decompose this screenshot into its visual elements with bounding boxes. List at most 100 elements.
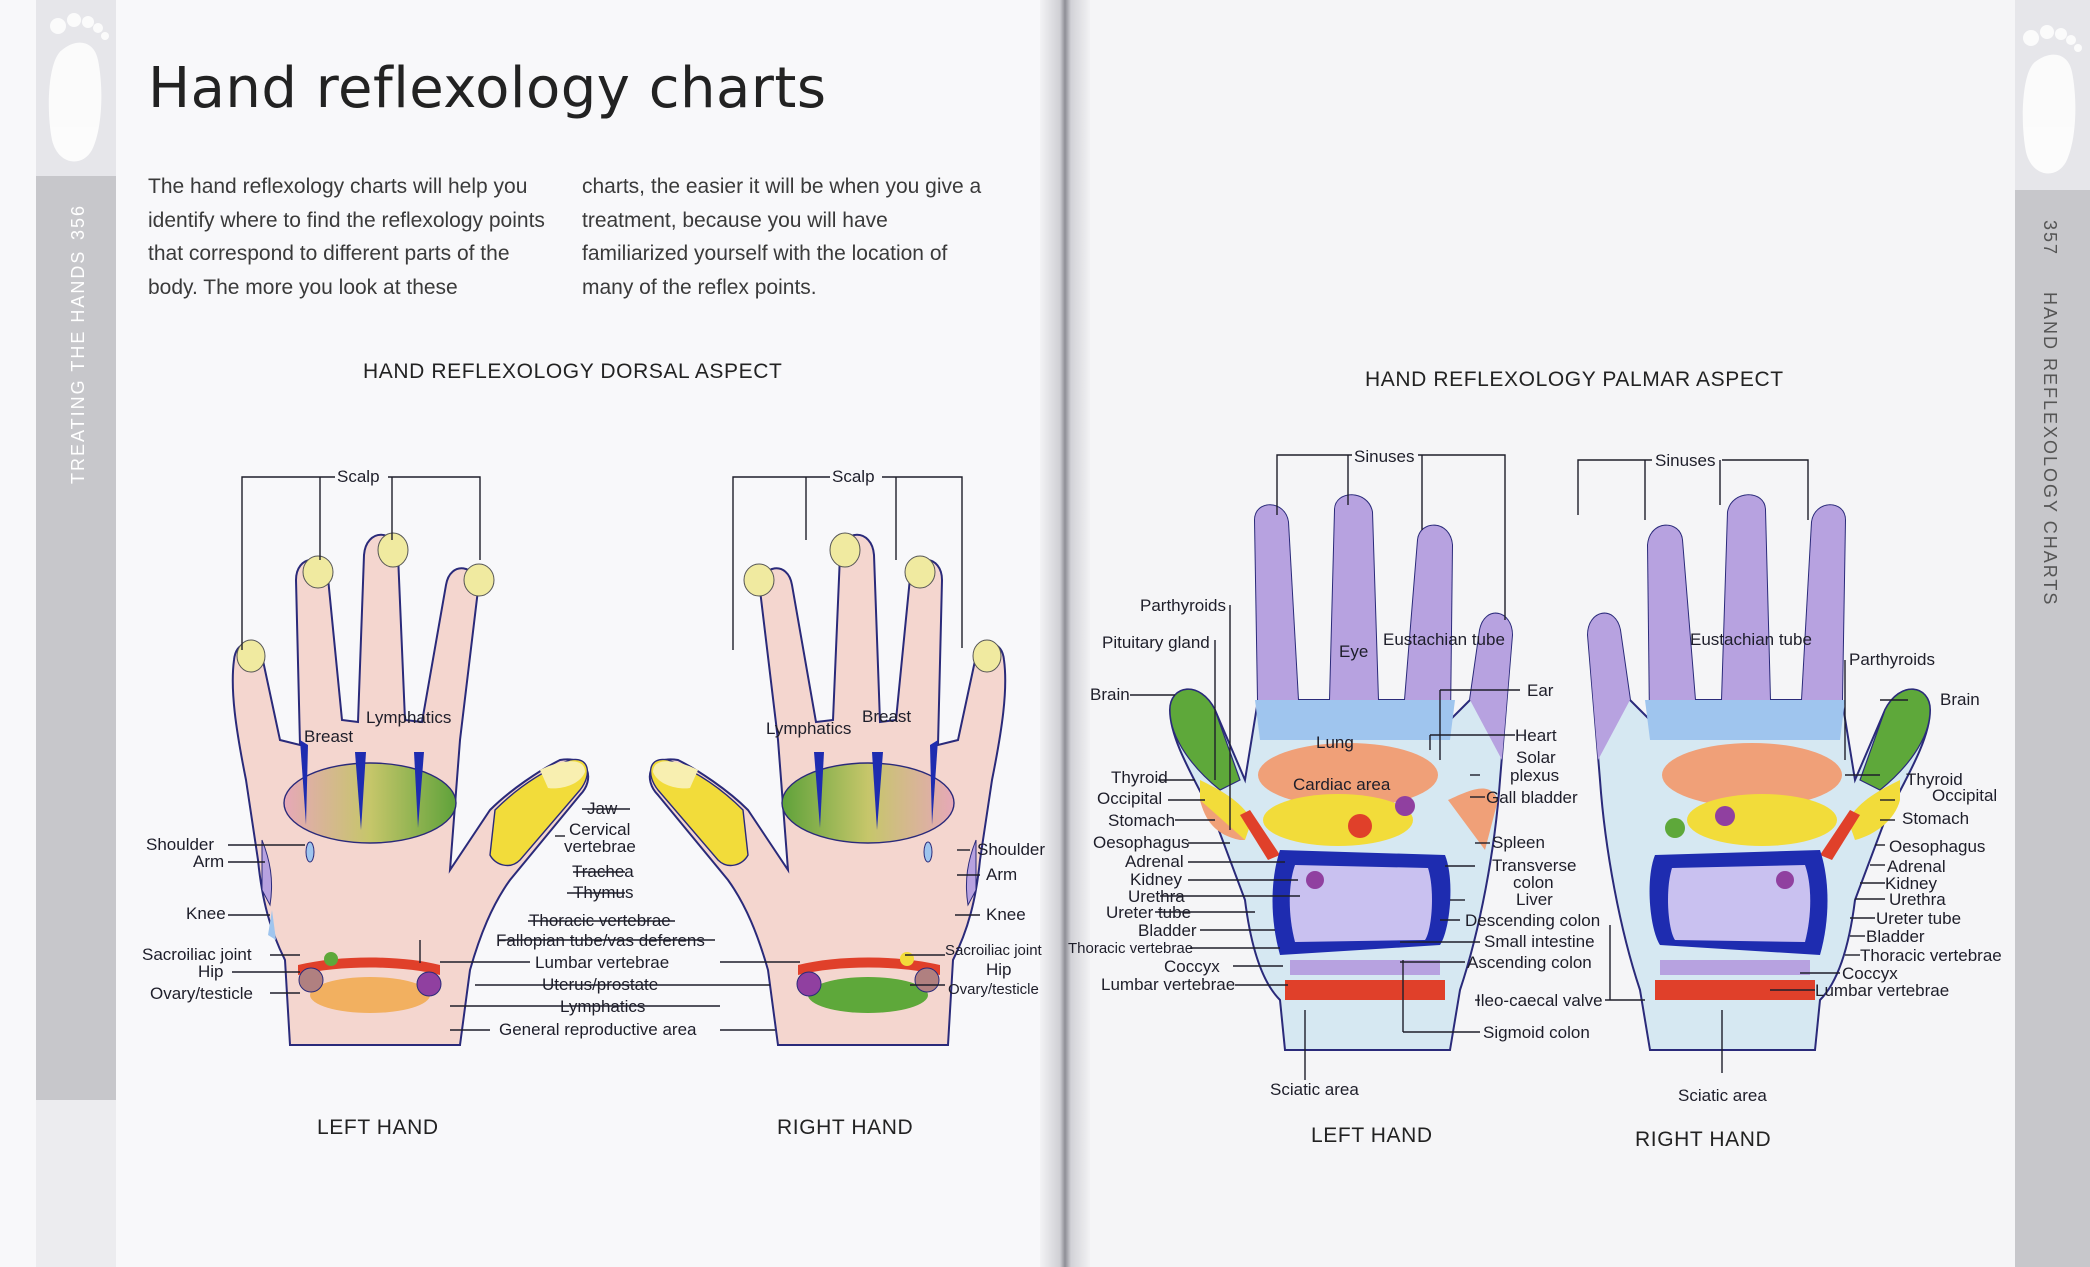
svg-text:Thyroid: Thyroid	[1111, 768, 1168, 787]
dorsal-heading: HAND REFLEXOLOGY DORSAL ASPECT	[363, 360, 783, 383]
svg-text:Ovary/testicle: Ovary/testicle	[150, 984, 253, 1003]
svg-text:Ureter tube: Ureter tube	[1106, 903, 1191, 922]
intro-paragraph-col1: The hand reflexology charts will help yo…	[148, 175, 545, 299]
svg-text:Arm: Arm	[193, 852, 224, 871]
dorsal-right-hand-label: RIGHT HAND	[777, 1116, 914, 1139]
svg-text:Scalp: Scalp	[832, 467, 875, 486]
palmar-heading: HAND REFLEXOLOGY PALMAR ASPECT	[1365, 368, 1784, 391]
svg-text:Lung: Lung	[1316, 733, 1354, 752]
svg-text:Bladder: Bladder	[1866, 927, 1925, 946]
svg-text:Cervical: Cervical	[569, 820, 630, 839]
left-section-tab	[36, 0, 116, 1267]
svg-text:Brain: Brain	[1940, 690, 1980, 709]
svg-text:Eustachian tube: Eustachian tube	[1690, 630, 1812, 649]
svg-text:Sacroiliac joint: Sacroiliac joint	[142, 945, 252, 964]
page-title: Hand reflexology charts	[148, 56, 827, 121]
svg-text:Ear: Ear	[1527, 681, 1554, 700]
dorsal-labels: Scalp Scalp Breast Lymphatics Lymphatics…	[142, 467, 1045, 1039]
svg-text:Kidney: Kidney	[1130, 870, 1182, 889]
svg-text:Brain: Brain	[1090, 685, 1130, 704]
svg-text:Cardiac area: Cardiac area	[1293, 775, 1391, 794]
svg-text:Ovary/testicle: Ovary/testicle	[948, 981, 1039, 998]
svg-text:Parthyroids: Parthyroids	[1140, 596, 1226, 615]
svg-text:Urethra: Urethra	[1889, 890, 1946, 909]
svg-text:Knee: Knee	[186, 904, 226, 923]
svg-text:Ureter tube: Ureter tube	[1876, 909, 1961, 928]
dorsal-right-hand	[648, 532, 1007, 1046]
svg-text:Occipital: Occipital	[1097, 789, 1162, 808]
svg-text:Knee: Knee	[986, 905, 1026, 924]
svg-text:Spleen: Spleen	[1492, 833, 1545, 852]
svg-text:Shoulder: Shoulder	[977, 840, 1045, 859]
svg-text:Parthyroids: Parthyroids	[1849, 650, 1935, 669]
svg-text:Small intestine: Small intestine	[1484, 932, 1595, 951]
right-section-tab	[2015, 0, 2090, 1267]
svg-text:Uterus/prostate: Uterus/prostate	[542, 975, 658, 994]
svg-text:Gall bladder: Gall bladder	[1486, 788, 1578, 807]
palmar-left-hand	[1168, 494, 1514, 1051]
svg-text:Sciatic area: Sciatic area	[1678, 1086, 1767, 1105]
svg-text:Thoracic vertebrae: Thoracic vertebrae	[1068, 940, 1193, 957]
svg-text:Solar: Solar	[1516, 748, 1556, 767]
svg-text:Hip: Hip	[986, 960, 1012, 979]
svg-text:Sinuses: Sinuses	[1655, 451, 1715, 470]
svg-text:Lymphatics: Lymphatics	[366, 708, 451, 727]
svg-text:Urethra: Urethra	[1128, 887, 1185, 906]
svg-text:Thyroid: Thyroid	[1906, 770, 1963, 789]
svg-text:colon: colon	[1513, 873, 1554, 892]
svg-text:Hip: Hip	[198, 962, 224, 981]
svg-text:Oesophagus: Oesophagus	[1889, 837, 1985, 856]
svg-text:Thoracic vertebrae: Thoracic vertebrae	[529, 911, 671, 930]
left-page	[0, 0, 1060, 1267]
foot-icon	[48, 13, 109, 162]
svg-text:plexus: plexus	[1510, 766, 1559, 785]
palmar-left-hand-label: LEFT HAND	[1311, 1124, 1433, 1147]
svg-text:Sinuses: Sinuses	[1354, 447, 1414, 466]
svg-text:Trachea: Trachea	[572, 862, 634, 881]
svg-text:Shoulder: Shoulder	[146, 835, 214, 854]
svg-text:Coccyx: Coccyx	[1164, 957, 1220, 976]
svg-text:Pituitary gland: Pituitary gland	[1102, 633, 1210, 652]
svg-text:Thoracic vertebrae: Thoracic vertebrae	[1860, 946, 2002, 965]
svg-text:Lumbar vertebrae: Lumbar vertebrae	[1101, 975, 1235, 994]
svg-text:vertebrae: vertebrae	[564, 837, 636, 856]
svg-text:Bladder: Bladder	[1138, 921, 1197, 940]
right-page	[1060, 0, 2090, 1267]
svg-text:Ascending colon: Ascending colon	[1467, 953, 1592, 972]
book-gutter	[1040, 0, 1090, 1267]
svg-text:Sigmoid colon: Sigmoid colon	[1483, 1023, 1590, 1042]
dorsal-left-hand-label: LEFT HAND	[317, 1116, 439, 1139]
svg-text:Eye: Eye	[1339, 642, 1368, 661]
svg-text:Breast: Breast	[304, 727, 353, 746]
palmar-leader-lines	[1130, 454, 1908, 1080]
svg-text:Sacroiliac joint: Sacroiliac joint	[945, 942, 1043, 959]
svg-text:Kidney: Kidney	[1885, 874, 1937, 893]
palmar-right-hand-label: RIGHT HAND	[1635, 1128, 1772, 1151]
svg-text:Oesophagus: Oesophagus	[1093, 833, 1189, 852]
svg-text:Breast: Breast	[862, 707, 911, 726]
svg-text:Lumbar vertebrae: Lumbar vertebrae	[535, 953, 669, 972]
svg-text:Jaw: Jaw	[587, 799, 618, 818]
svg-text:Arm: Arm	[986, 865, 1017, 884]
dorsal-leader-lines	[228, 476, 980, 1031]
palmar-labels: Sinuses Sinuses Parthyroids Pituitary gl…	[1068, 447, 2002, 1105]
palmar-right-hand	[1586, 494, 1932, 1051]
dorsal-left-hand	[231, 532, 590, 1046]
svg-text:Adrenal: Adrenal	[1887, 857, 1946, 876]
svg-text:General reproductive area: General reproductive area	[499, 1020, 697, 1039]
svg-text:Fallopian tube/vas deferens: Fallopian tube/vas deferens	[496, 931, 705, 950]
svg-text:Heart: Heart	[1515, 726, 1557, 745]
svg-text:Stomach: Stomach	[1108, 811, 1175, 830]
svg-text:Lymphatics: Lymphatics	[766, 719, 851, 738]
svg-text:Descending colon: Descending colon	[1465, 911, 1600, 930]
svg-text:Sciatic area: Sciatic area	[1270, 1080, 1359, 1099]
svg-text:Coccyx: Coccyx	[1842, 964, 1898, 983]
svg-text:Adrenal: Adrenal	[1125, 852, 1184, 871]
foot-icon	[2022, 25, 2082, 174]
svg-text:Liver: Liver	[1516, 890, 1553, 909]
svg-text:Eustachian tube: Eustachian tube	[1383, 630, 1505, 649]
svg-text:Scalp: Scalp	[337, 467, 380, 486]
